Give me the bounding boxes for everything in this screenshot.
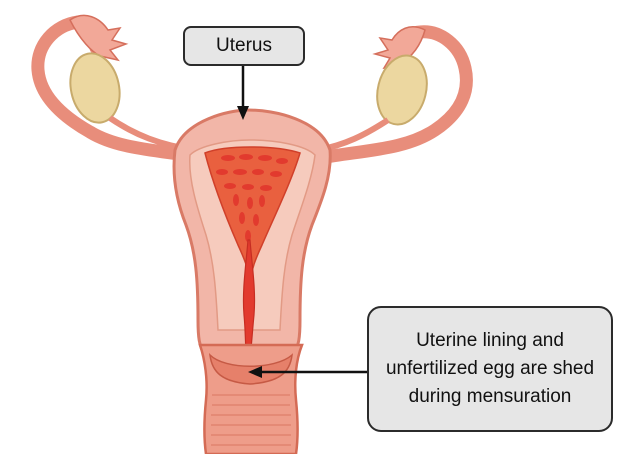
vaginal-rugae <box>211 394 291 446</box>
uterine-lining <box>204 146 301 281</box>
uterus-arrow-head <box>237 106 249 120</box>
left-fimbriae <box>69 14 129 62</box>
left-ovary <box>69 52 121 124</box>
lining-callout-text: Uterine lining and unfertilized egg are … <box>385 330 595 407</box>
lining-arrow-head <box>248 366 262 378</box>
right-fimbriae <box>372 26 426 70</box>
right-ovary <box>376 54 428 126</box>
uterus-callout: Uterus <box>183 26 305 66</box>
lining-callout: Uterine lining and unfertilized egg are … <box>367 306 613 432</box>
shed-lining-fragments <box>216 154 288 242</box>
